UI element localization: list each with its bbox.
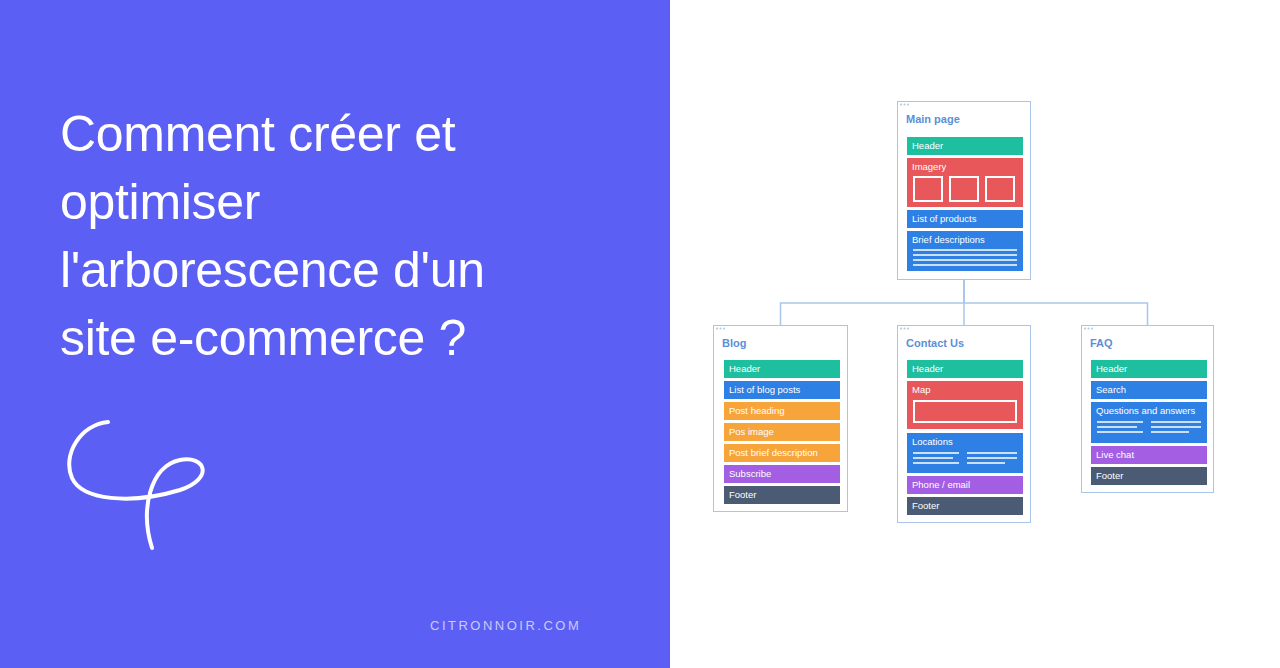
section-bar: Questions and answers: [1091, 402, 1207, 443]
bar-label: Imagery: [912, 160, 946, 174]
section-bar: Header: [1091, 360, 1207, 378]
page-box: Main pageHeaderImageryList of productsBr…: [897, 101, 1031, 280]
section-bar: Footer: [1091, 467, 1207, 485]
bar-label: Header: [912, 362, 943, 376]
section-bar: Locations: [907, 433, 1023, 473]
section-bar: List of products: [907, 210, 1023, 228]
bar-label: Locations: [912, 435, 953, 449]
window-dots: [898, 326, 914, 332]
section-bar: Header: [724, 360, 840, 378]
bar-label: Footer: [729, 488, 756, 502]
bar-label: Brief descriptions: [912, 233, 985, 247]
section-bar: Post brief description: [724, 444, 840, 462]
section-bar: Header: [907, 137, 1023, 155]
section-bar: Search: [1091, 381, 1207, 399]
section-bar: Pos image: [724, 423, 840, 441]
section-bar: Imagery: [907, 158, 1023, 207]
section-bar: Phone / email: [907, 476, 1023, 494]
tree-connector: [781, 280, 965, 325]
section-bar: Post heading: [724, 402, 840, 420]
window-dots: [898, 102, 914, 108]
page-title: Comment créer et optimiser l'arborescenc…: [60, 100, 520, 372]
page-box: FAQ HeaderSearchQuestions and answersLive…: [1081, 325, 1214, 493]
bar-label: Footer: [912, 499, 939, 513]
section-bar: Map: [907, 381, 1023, 429]
section-bar: Brief descriptions: [907, 231, 1023, 271]
window-dots: [1082, 326, 1098, 332]
section-bar: List of blog posts: [724, 381, 840, 399]
page-heading: Contact Us: [906, 336, 964, 350]
bar-label: List of blog posts: [729, 383, 800, 397]
bar-label: Pos image: [729, 425, 774, 439]
bar-label: Header: [1096, 362, 1127, 376]
page-box: BlogHeaderList of blog postsPost heading…: [713, 325, 848, 512]
bar-label: Post brief description: [729, 446, 818, 460]
bar-label: Search: [1096, 383, 1126, 397]
page-box: Contact Us HeaderMapLocationsPhone / emai…: [897, 325, 1031, 523]
section-bar: Footer: [907, 497, 1023, 515]
section-bar: Subscribe: [724, 465, 840, 483]
bar-label: Subscribe: [729, 467, 771, 481]
page-heading: Blog: [722, 336, 746, 350]
page-heading: FAQ: [1090, 336, 1113, 350]
section-bar: Live chat: [1091, 446, 1207, 464]
window-dots: [714, 326, 730, 332]
section-bar: Footer: [724, 486, 840, 504]
bar-label: Questions and answers: [1096, 404, 1195, 418]
section-bar: Header: [907, 360, 1023, 378]
bar-label: Live chat: [1096, 448, 1134, 462]
page-heading: Main page: [906, 112, 960, 126]
bar-label: Post heading: [729, 404, 784, 418]
bar-label: Map: [912, 383, 930, 397]
tree-connector: [964, 280, 1148, 325]
bar-label: List of products: [912, 212, 976, 226]
bar-label: Footer: [1096, 469, 1123, 483]
watermark: CITRONNOIR.COM: [430, 618, 581, 633]
bar-label: Header: [912, 139, 943, 153]
bar-label: Header: [729, 362, 760, 376]
bar-label: Phone / email: [912, 478, 970, 492]
